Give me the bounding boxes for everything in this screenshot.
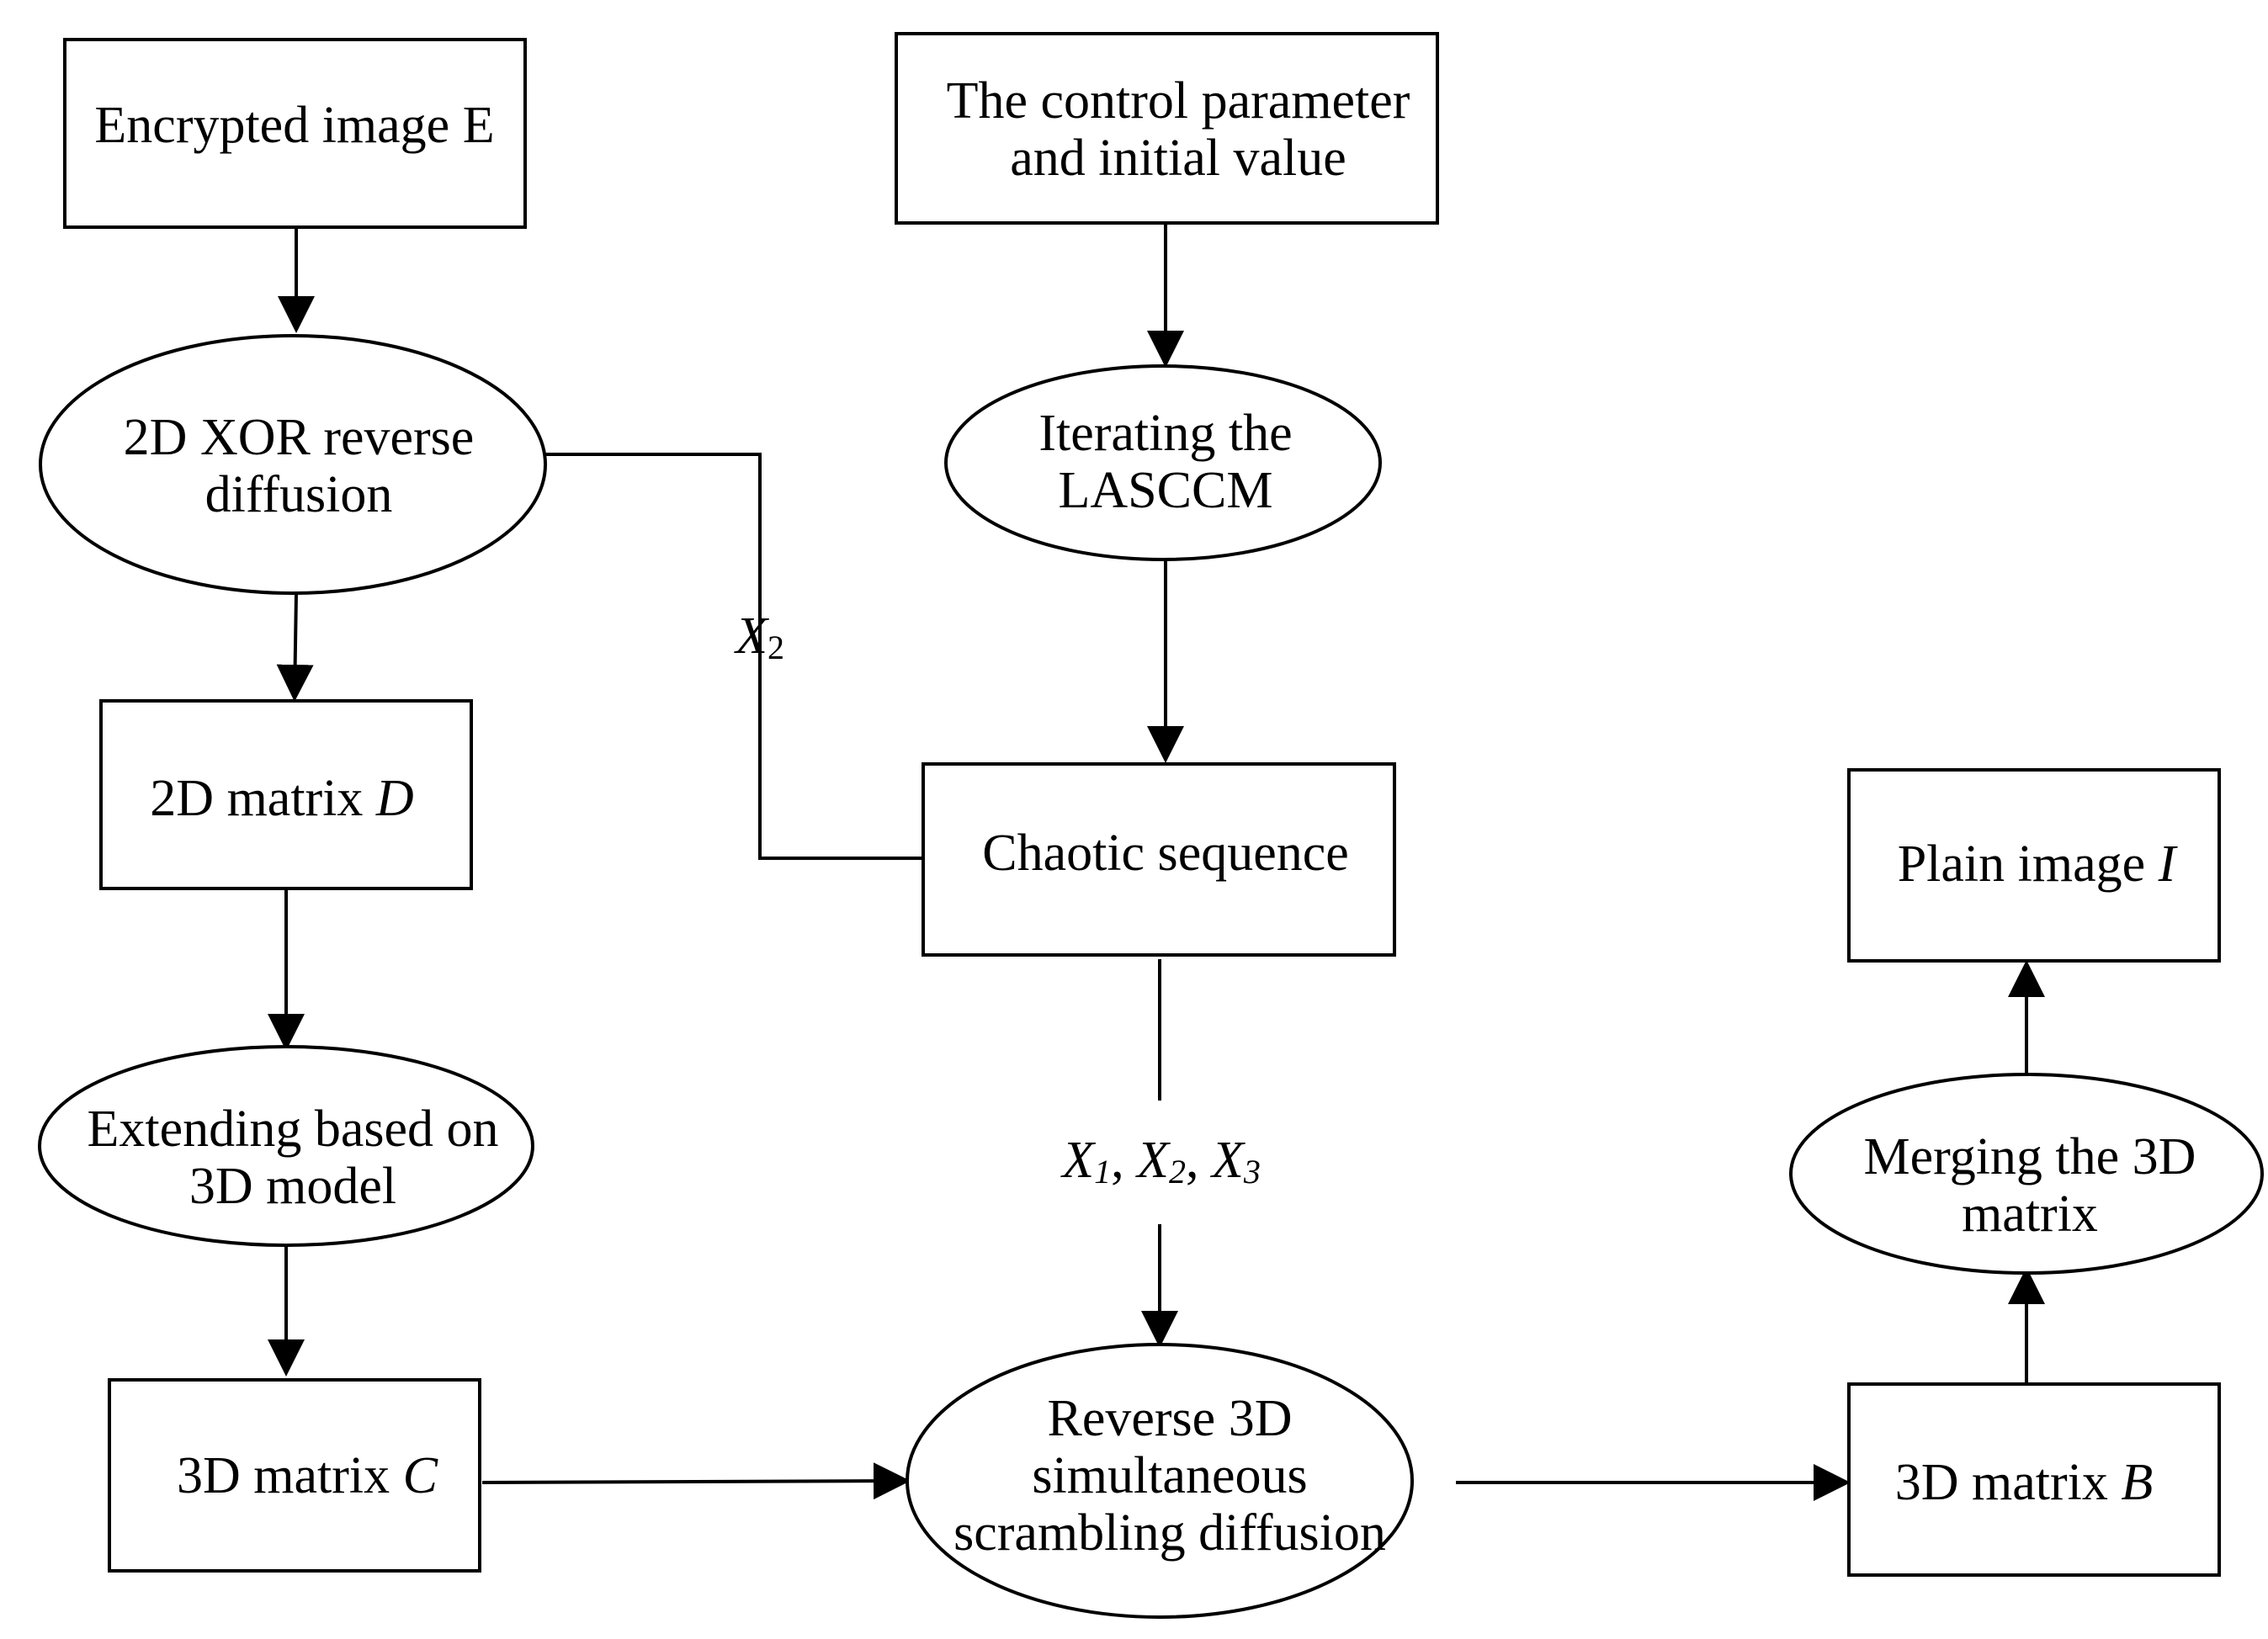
label-run: Chaotic sequence xyxy=(982,825,1349,882)
node-plain-image-label: Plain image I xyxy=(1898,835,2179,893)
node-chaotic-sequence: Chaotic sequence xyxy=(922,762,1396,957)
label-run: and initial value xyxy=(1010,130,1346,187)
edge-label-x1-x2-x3: X1, X2, X3 xyxy=(1060,1132,1261,1191)
label-run: matrix xyxy=(1962,1185,2098,1243)
label-run: 2D matrix xyxy=(150,770,376,827)
edge-label-x2: X2 xyxy=(733,607,784,666)
edges xyxy=(268,223,2045,1501)
label-run: scrambling diffusion xyxy=(953,1504,1386,1562)
label-subscript: 2 xyxy=(1169,1153,1186,1191)
label-run: X xyxy=(1134,1132,1171,1189)
label-run: I xyxy=(2158,835,2179,893)
edge-xor-to-chaotic-x2 xyxy=(543,453,930,860)
label-run: LASCCM xyxy=(1059,462,1273,519)
label-run: , xyxy=(1111,1132,1137,1189)
label-line: 2D matrix D xyxy=(150,770,413,827)
label-run: X xyxy=(1060,1132,1096,1189)
label-run: Reverse 3D xyxy=(1048,1390,1293,1447)
label-line: Chaotic sequence xyxy=(982,825,1349,882)
label-line: Merging the 3D xyxy=(1864,1128,2196,1185)
label-run: 3D model xyxy=(189,1158,396,1215)
label-subscript: 2 xyxy=(768,629,784,666)
node-matrix-c-label: 3D matrix C xyxy=(177,1447,438,1504)
label-line: Extending based on xyxy=(87,1101,498,1158)
label-run: Extending based on xyxy=(87,1101,498,1158)
label-subscript: 3 xyxy=(1243,1153,1261,1191)
node-matrix-b-label: 3D matrix B xyxy=(1895,1454,2154,1511)
node-encrypted-image-label: Encrypted image E xyxy=(94,97,494,154)
label-line: matrix xyxy=(1962,1185,2098,1243)
edge-matrix-c-to-reverse xyxy=(481,1462,911,1500)
label-line: 2D XOR reverse xyxy=(124,409,475,466)
label-run: The control parameter xyxy=(947,72,1410,130)
node-matrix-d: 2D matrix D xyxy=(99,699,473,890)
label-subscript: 1 xyxy=(1094,1153,1111,1191)
label-line: Plain image I xyxy=(1898,835,2179,893)
label-run: X xyxy=(1209,1132,1246,1189)
label-run: 3D matrix xyxy=(177,1447,403,1504)
label-line: 3D matrix B xyxy=(1895,1454,2154,1511)
label-run: Merging the 3D xyxy=(1864,1128,2196,1185)
label-run: Plain image xyxy=(1898,835,2159,893)
label-line: LASCCM xyxy=(1059,462,1273,519)
label-run: Iterating the xyxy=(1038,405,1292,462)
node-chaotic-sequence-label: Chaotic sequence xyxy=(982,825,1349,882)
node-encrypted-image: Encrypted image E xyxy=(63,38,527,229)
label-line: Reverse 3D xyxy=(1048,1390,1293,1447)
label-line: Iterating the xyxy=(1038,405,1292,462)
label-run: 2D XOR reverse xyxy=(124,409,475,466)
label-run: D xyxy=(375,770,414,827)
label-run: Encrypted image E xyxy=(94,97,494,154)
label-line: diffusion xyxy=(205,466,393,523)
label-run: C xyxy=(403,1447,438,1504)
edge-xor-to-matrix-d xyxy=(276,592,314,702)
label-run: 3D matrix xyxy=(1895,1454,2122,1511)
label-line: simultaneous xyxy=(1032,1447,1307,1504)
label-run: B xyxy=(2121,1454,2153,1511)
node-matrix-b: 3D matrix B xyxy=(1847,1382,2221,1577)
node-plain-image: Plain image I xyxy=(1847,768,2221,963)
label-run: X xyxy=(733,607,769,665)
label-line: Encrypted image E xyxy=(94,97,494,154)
label-line: 3D matrix C xyxy=(177,1447,438,1504)
node-matrix-c: 3D matrix C xyxy=(108,1378,481,1573)
label-line: and initial value xyxy=(1010,130,1346,187)
label-run: diffusion xyxy=(205,466,393,523)
label-run: , xyxy=(1186,1132,1212,1189)
label-line: The control parameter xyxy=(947,72,1410,130)
label-run: simultaneous xyxy=(1032,1447,1307,1504)
node-matrix-d-label: 2D matrix D xyxy=(150,770,413,827)
label-line: scrambling diffusion xyxy=(953,1504,1386,1562)
label-line: 3D model xyxy=(189,1158,396,1215)
